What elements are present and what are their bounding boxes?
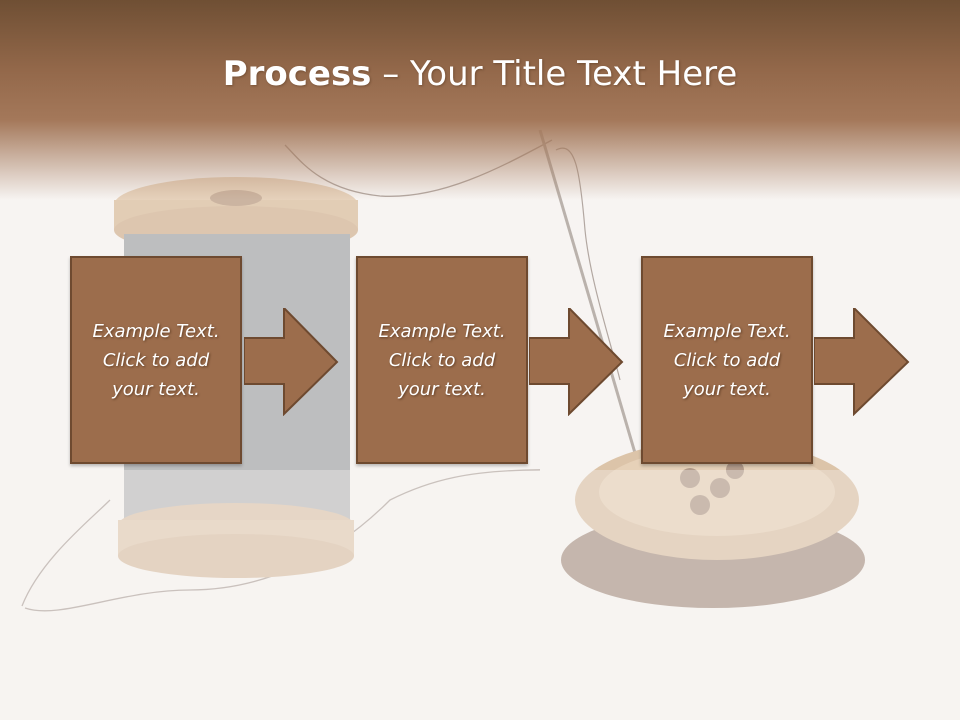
process-step-2[interactable]: Example Text. Click to add your text. [356, 256, 528, 464]
step-2-text: Example Text. Click to add your text. [378, 320, 506, 400]
step-1-text: Example Text. Click to add your text. [92, 320, 220, 400]
step-3-text: Example Text. Click to add your text. [663, 320, 791, 400]
thread-line [21, 499, 111, 607]
arrow-icon [244, 308, 339, 416]
arrow-icon [529, 308, 624, 416]
title-bold: Process [222, 54, 372, 94]
header-band [0, 0, 960, 200]
arrow-icon [814, 308, 910, 416]
process-step-3[interactable]: Example Text. Click to add your text. [641, 256, 813, 464]
process-step-1[interactable]: Example Text. Click to add your text. [70, 256, 242, 464]
button-image [561, 440, 865, 608]
slide-title[interactable]: Process – Your Title Text Here [0, 52, 960, 96]
title-rest: – Your Title Text Here [371, 54, 738, 94]
